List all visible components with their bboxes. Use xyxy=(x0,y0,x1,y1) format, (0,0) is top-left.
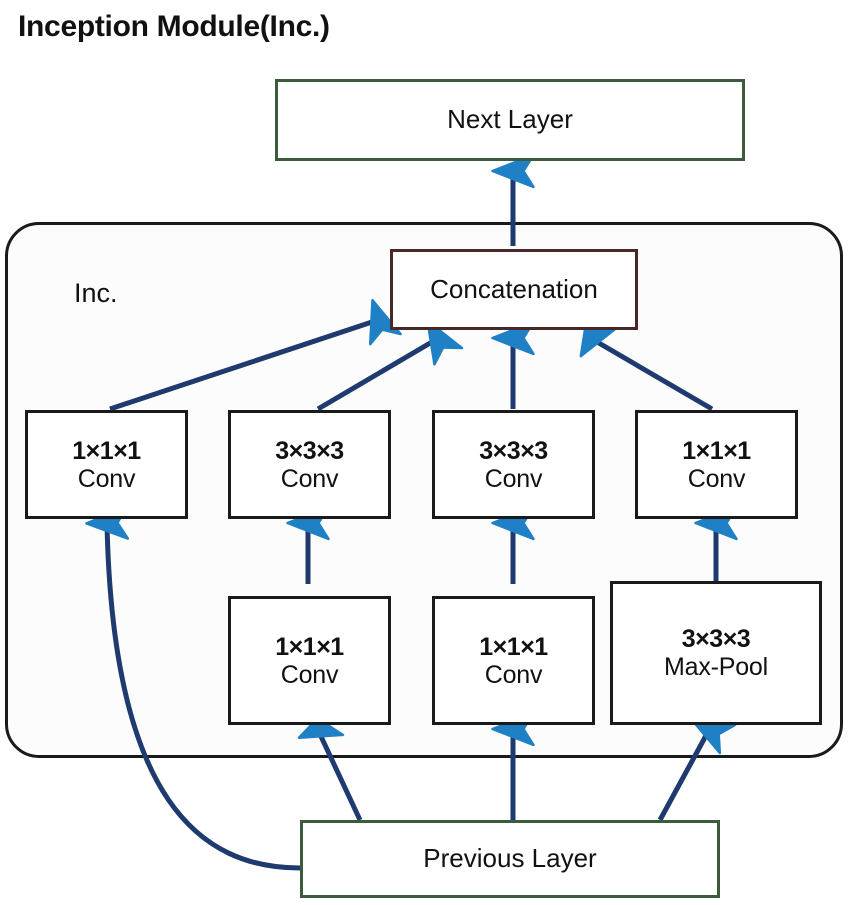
edge-prev-to-reduce3 xyxy=(657,718,737,822)
node-branch-3-size: 3×3×3 xyxy=(479,436,548,465)
node-branch-2-op: Conv xyxy=(280,464,339,493)
node-reduce-1-op: Conv xyxy=(280,660,339,689)
edge-prev-to-reduce1 xyxy=(297,704,363,822)
node-branch-4-size: 1×1×1 xyxy=(682,436,751,465)
node-next-layer: Next Layer xyxy=(275,79,745,161)
figure-title: Inception Module(Inc.) xyxy=(18,10,330,43)
node-reduce-3: 3×3×3 Max-Pool xyxy=(610,581,822,725)
edge-branch4-to-concat xyxy=(579,311,714,412)
node-next-layer-label: Next Layer xyxy=(447,104,573,135)
node-branch-1: 1×1×1 Conv xyxy=(25,410,188,519)
node-branch-4: 1×1×1 Conv xyxy=(635,410,798,519)
edge-prev-to-branch1-curved xyxy=(85,505,301,871)
node-branch-2-size: 3×3×3 xyxy=(275,436,344,465)
node-branch-3-op: Conv xyxy=(484,464,543,493)
node-concatenation: Concatenation xyxy=(390,249,638,330)
node-previous-layer: Previous Layer xyxy=(300,820,720,898)
node-reduce-3-size: 3×3×3 xyxy=(681,625,751,653)
node-branch-1-size: 1×1×1 xyxy=(72,436,141,465)
edge-branch2-to-concat xyxy=(316,319,464,412)
node-reduce-1: 1×1×1 Conv xyxy=(228,596,391,725)
node-reduce-3-op: Max-Pool xyxy=(664,653,768,681)
node-branch-4-op: Conv xyxy=(687,464,746,493)
node-reduce-2: 1×1×1 Conv xyxy=(432,596,595,725)
inception-module-label: Inc. xyxy=(74,278,118,308)
node-branch-3: 3×3×3 Conv xyxy=(432,410,595,519)
edge-branch1-to-concat xyxy=(109,298,402,412)
node-reduce-1-size: 1×1×1 xyxy=(275,632,344,661)
node-reduce-2-size: 1×1×1 xyxy=(479,632,548,661)
node-reduce-2-op: Conv xyxy=(484,660,543,689)
node-previous-layer-label: Previous Layer xyxy=(423,843,597,874)
node-concatenation-label: Concatenation xyxy=(430,273,598,304)
node-branch-2: 3×3×3 Conv xyxy=(228,410,391,519)
node-branch-1-op: Conv xyxy=(77,464,136,493)
